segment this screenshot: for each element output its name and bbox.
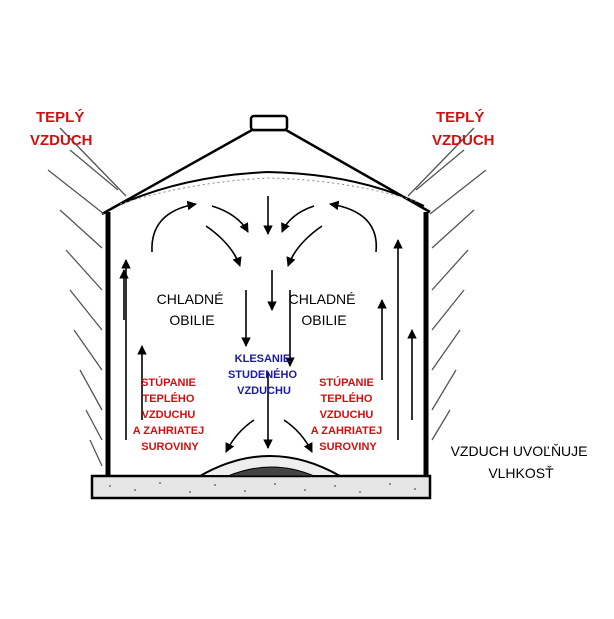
arrow-spread-bottom-right <box>283 419 313 453</box>
label-rising-warm-air-right: STÚPANIE TEPLÉHO VZDUCHU A ZAHRIATEJ SUR… <box>311 376 386 453</box>
silo-roof <box>101 114 431 216</box>
label-moisture-release: VZDUCH UVOĽŇUJE VLHKOSŤ <box>451 443 592 481</box>
label-cold-grain-left: CHLADNÉ OBILIE <box>157 291 228 328</box>
warm-grain-mound <box>196 455 344 477</box>
label-sinking-cold-air: KLESANIE STUDENÉHO VZDUCHU <box>228 353 300 397</box>
arrow-curl-left-2 <box>205 225 242 267</box>
warm-air-hatch-left <box>47 127 127 467</box>
label-warm-air-left: TEPLÝ VZDUCH <box>30 108 93 149</box>
arrow-curl-left <box>211 205 249 233</box>
arrow-spread-bottom-left <box>225 419 255 453</box>
arrow-curl-right-2 <box>286 225 323 267</box>
roof-vent <box>249 114 289 132</box>
slab-texture <box>109 482 416 493</box>
foundation-slab <box>90 474 432 500</box>
label-rising-warm-air-left: STÚPANIE TEPLÉHO VZDUCHU A ZAHRIATEJ SUR… <box>133 376 208 453</box>
grain-surface <box>111 170 425 209</box>
airflow-arrows <box>119 196 417 453</box>
warm-air-hatch-right <box>407 127 487 441</box>
label-warm-air-right: TEPLÝ VZDUCH <box>432 108 495 149</box>
arrow-curl-right <box>281 205 315 233</box>
label-cold-grain-right: CHLADNÉ OBILIE <box>289 291 360 328</box>
arrow-swirl-top-left <box>151 200 197 253</box>
silo-walls <box>105 212 429 476</box>
arrow-swirl-top-right <box>329 200 378 253</box>
